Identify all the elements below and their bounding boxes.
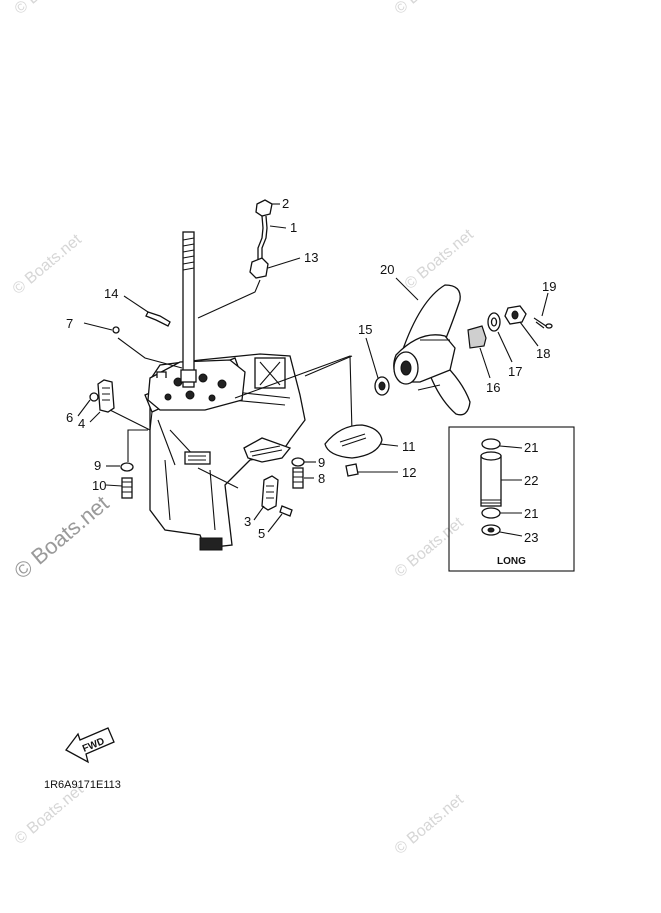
callout-20: 20	[380, 262, 394, 277]
callout-21-bottom: 21	[524, 506, 538, 521]
watermark-top-left: © Boats.net	[12, 0, 88, 18]
callout-9-left: 9	[94, 458, 101, 473]
diagram-code: 1R6A9171E113	[44, 779, 121, 791]
callout-5: 5	[258, 526, 265, 541]
thrust-washer	[374, 376, 390, 396]
propeller	[393, 284, 471, 416]
leader-lines	[77, 203, 549, 537]
callout-23: 23	[524, 530, 538, 545]
callout-15: 15	[358, 322, 372, 337]
watermark-top-right: © Boats.net	[392, 0, 468, 18]
lower-unit-housing	[144, 353, 306, 551]
callout-21-top: 21	[524, 440, 538, 455]
callout-18: 18	[536, 346, 550, 361]
watermark-mid-left: © Boats.net	[10, 231, 86, 298]
watermark-bottom-right: © Boats.net	[392, 791, 468, 858]
inset-caption: LONG	[497, 556, 526, 567]
watermark-lower-left: © Boats.net	[9, 491, 113, 584]
callout-11: 11	[402, 439, 416, 454]
callout-19: 19	[542, 279, 556, 294]
callout-17: 17	[508, 364, 522, 379]
cover-plate	[324, 424, 383, 477]
prop-hardware	[467, 305, 553, 349]
callout-14: 14	[104, 286, 118, 301]
callout-10: 10	[92, 478, 106, 493]
callout-1: 1	[290, 220, 297, 235]
anode-parts	[89, 379, 151, 431]
inset-long	[448, 426, 575, 572]
trim-tab-parts	[197, 467, 293, 517]
callout-6: 6	[66, 410, 73, 425]
callout-22: 22	[524, 473, 538, 488]
shift-rod-assembly	[197, 199, 273, 319]
pin-parts	[112, 311, 183, 369]
callout-8: 8	[318, 471, 325, 486]
callout-12: 12	[402, 465, 416, 480]
callout-9-right: 9	[318, 455, 325, 470]
callout-4: 4	[78, 416, 85, 431]
watermark-mid-right: © Boats.net	[402, 226, 478, 293]
fwd-arrow: FWD	[65, 727, 115, 764]
callout-16: 16	[486, 380, 500, 395]
callout-labels: 2 1 13 14 7 6 4 9 10 3 5 8 9 12 11 15 20…	[66, 196, 556, 545]
callout-3: 3	[244, 514, 251, 529]
bolt-parts	[120, 355, 353, 499]
callout-2: 2	[282, 196, 289, 211]
driveshaft	[180, 231, 197, 388]
callout-13: 13	[304, 250, 318, 265]
callout-7: 7	[66, 316, 73, 331]
